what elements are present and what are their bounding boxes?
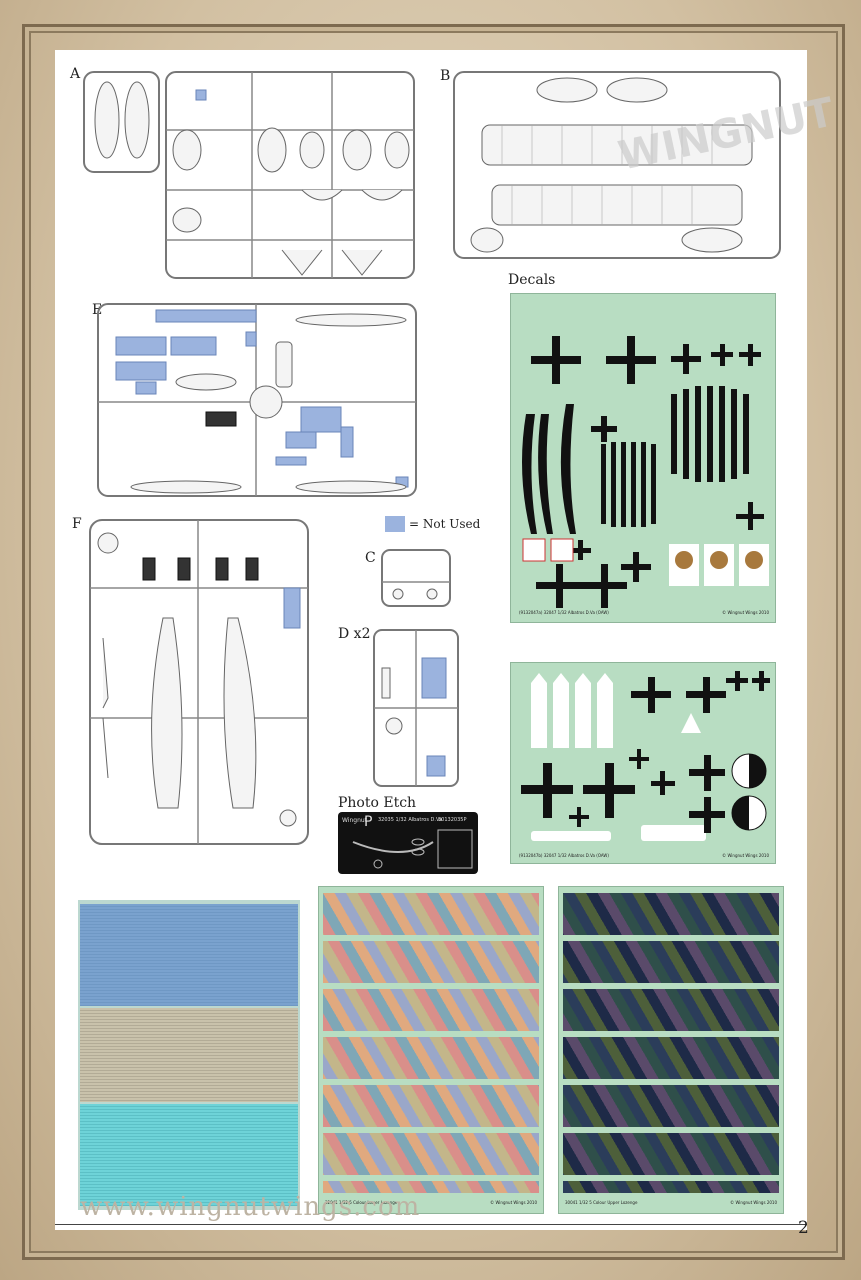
decal-sheet-2-art xyxy=(521,671,770,841)
photo-etch-parts xyxy=(352,829,473,869)
lozenge-lower-pattern xyxy=(323,893,539,1193)
not-used-label: = Not Used xyxy=(409,517,481,531)
sprue-e xyxy=(97,303,417,497)
decal-sheet-1-footer-right: © Wingnut Wings 2010 xyxy=(722,610,769,615)
rib-tape-cyan-block xyxy=(80,1104,298,1206)
decal-sheet-2-footer-left: (9132047b) 32047 1/32 Albatros D.Va (OAW… xyxy=(519,853,609,858)
sprue-c-label: C xyxy=(365,550,376,566)
decal-sheet-1-art xyxy=(522,336,769,608)
sprue-d xyxy=(373,629,459,787)
rib-tape-beige-block xyxy=(80,1008,298,1102)
photo-etch-fret: Wingnut P 32035 1/32 Albatros D.Va 30132… xyxy=(338,812,478,874)
not-used-swatch xyxy=(385,516,405,532)
lozenge-upper-footer-left: 30041 1/32 5 Colour Upper Lozenge xyxy=(565,1200,638,1205)
photo-etch-title: 32035 1/32 Albatros D.Va xyxy=(378,817,443,823)
sprue-f xyxy=(89,519,309,845)
decal-sheet-2: (9132047b) 32047 1/32 Albatros D.Va (OAW… xyxy=(510,662,776,864)
website-watermark: www.wingnutwings.com xyxy=(80,1192,421,1222)
lozenge-sheet-upper: 30041 1/32 5 Colour Upper Lozenge © Wing… xyxy=(558,886,784,1214)
photo-etch-part-code: P xyxy=(364,814,373,830)
decals-label: Decals xyxy=(508,272,556,288)
sprue-b-label: B xyxy=(440,68,451,84)
lozenge-sheet-lower: 32041 1/32 5 Colour Lower Lozenge © Wing… xyxy=(318,886,544,1214)
sprue-c xyxy=(381,549,451,607)
decal-sheet-1: (9132047a) 32047 1/32 Albatros D.Va (OAW… xyxy=(510,293,776,623)
sprue-b: WINGNUT xyxy=(453,71,839,259)
decorative-border xyxy=(22,24,845,1260)
lozenge-lower-footer-right: © Wingnut Wings 2010 xyxy=(490,1200,537,1205)
lozenge-lower-footer-left: 32041 1/32 5 Colour Lower Lozenge xyxy=(325,1200,398,1205)
lozenge-upper-footer-right: © Wingnut Wings 2010 xyxy=(730,1200,777,1205)
photo-etch-logo: Wingnut xyxy=(342,817,368,824)
footer-rule xyxy=(55,1224,807,1225)
rib-tape-sheet xyxy=(78,900,300,1210)
sprue-e-label: E xyxy=(92,302,103,318)
decal-sheet-2-footer-right: © Wingnut Wings 2010 xyxy=(722,853,769,858)
sprue-d-label: D x2 xyxy=(338,626,371,642)
photo-etch-code: 30132035P xyxy=(438,817,467,823)
sprue-f-label: F xyxy=(72,516,82,532)
rib-tape-blue-block xyxy=(80,904,298,1006)
sprue-a-label: A xyxy=(70,66,81,82)
decal-sheet-1-footer-left: (9132047a) 32047 1/32 Albatros D.Va (OAW… xyxy=(519,610,609,615)
lozenge-upper-pattern xyxy=(563,893,779,1193)
sprue-a xyxy=(83,71,415,279)
page-number: 2 xyxy=(798,1218,809,1238)
photo-etch-label: Photo Etch xyxy=(338,795,417,811)
